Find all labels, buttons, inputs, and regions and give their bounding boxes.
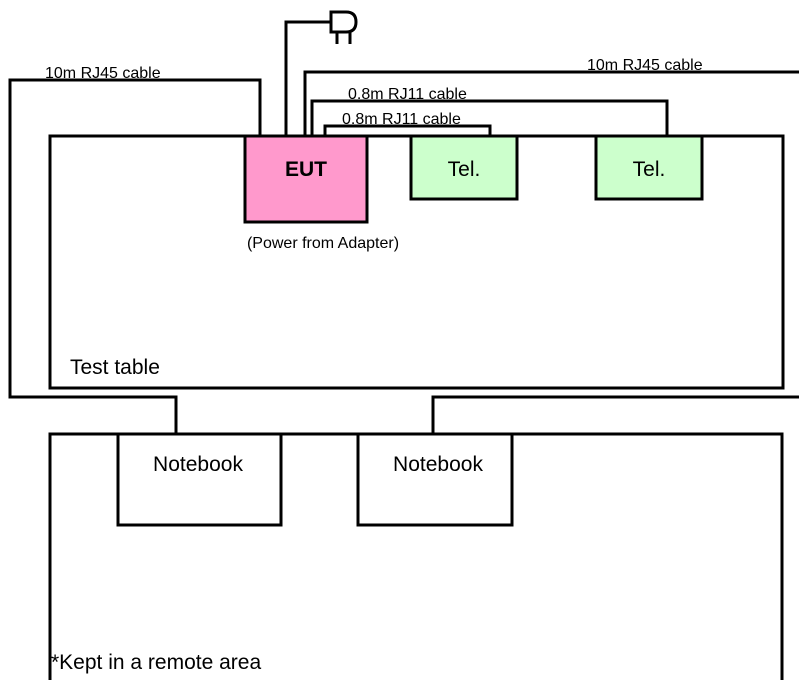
rj11-label-lower: 0.8m RJ11 cable — [342, 111, 461, 128]
cable-label-right: 10m RJ45 cable — [587, 57, 703, 74]
tel-box-2 — [594, 134, 704, 201]
rj45-cable-right-lower — [431, 395, 799, 434]
tel-label-1: Tel. — [448, 158, 481, 181]
test-table-label: Test table — [70, 356, 160, 379]
eut-box — [243, 134, 369, 224]
power-plug-icon — [329, 10, 358, 44]
notebook-box-1 — [116, 432, 283, 527]
notebook-box-2 — [356, 432, 514, 527]
rj11-cable-lower — [323, 124, 492, 136]
rj45-cable-right — [303, 70, 799, 136]
remote-area-note: *Kept in a remote area — [51, 651, 261, 674]
power-cord — [284, 20, 330, 136]
tel-box-1 — [409, 134, 519, 201]
notebook-label-1: Notebook — [153, 453, 243, 476]
cable-label-left: 10m RJ45 cable — [45, 65, 161, 82]
rj45-cable-left — [8, 78, 262, 434]
power-note: (Power from Adapter) — [247, 235, 399, 252]
rj11-label-upper: 0.8m RJ11 cable — [348, 86, 467, 103]
rj11-cable-upper — [310, 99, 669, 136]
eut-label: EUT — [285, 158, 327, 181]
tel-label-2: Tel. — [633, 158, 666, 181]
notebook-label-2: Notebook — [393, 453, 483, 476]
